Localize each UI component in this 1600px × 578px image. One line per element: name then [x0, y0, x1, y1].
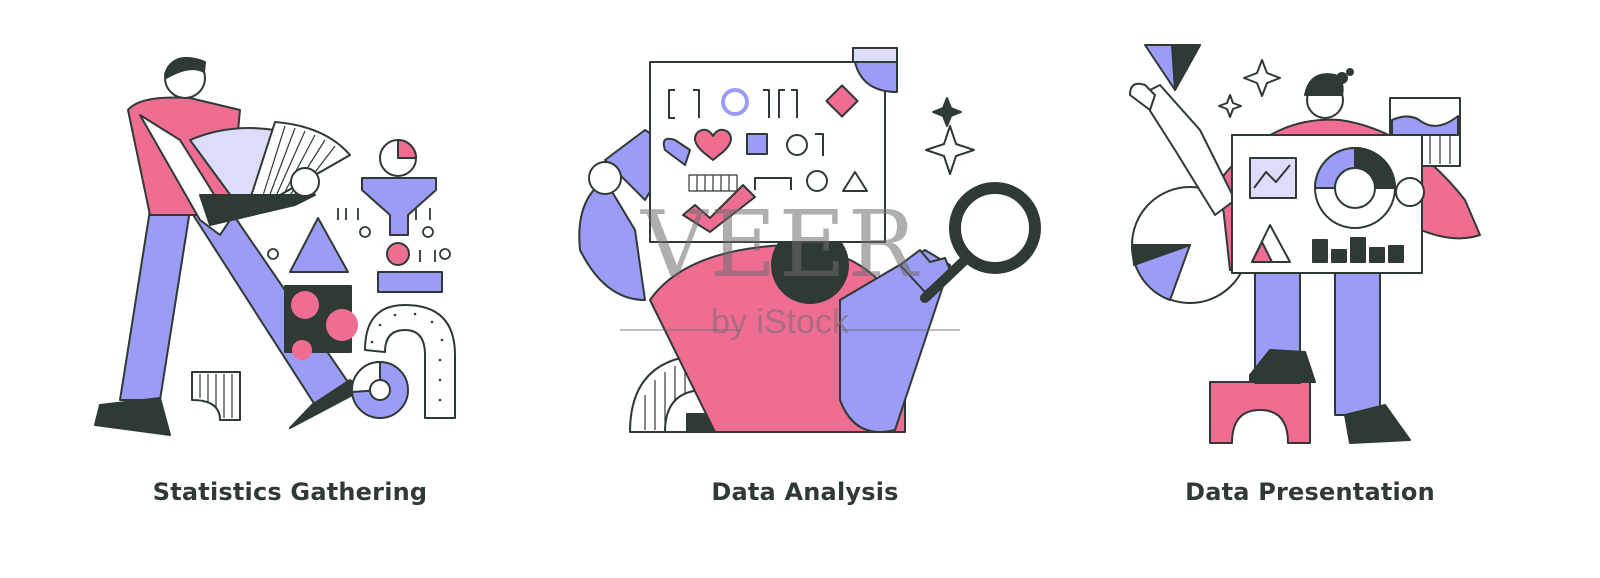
small-sparkle-icon [1218, 94, 1242, 118]
heart-icon [693, 128, 733, 161]
sparkle-icon [1243, 59, 1281, 97]
hair [164, 57, 206, 79]
caption-data-presentation: Data Presentation [1185, 478, 1435, 506]
left-shoe [1249, 349, 1316, 383]
diamond-shape [825, 84, 859, 118]
dotted-arch [364, 304, 456, 419]
square-shape [746, 133, 768, 155]
sparkle-icon [932, 97, 962, 127]
checkmark-icon [682, 184, 756, 233]
panel-statistics-gathering: Statistics Gathering [80, 0, 500, 578]
caption-data-analysis: Data Analysis [711, 478, 899, 506]
left-shoe [94, 397, 171, 436]
funnel-icon [361, 177, 437, 236]
panel-data-analysis: Data Analysis [565, 0, 1045, 578]
bar-shape [377, 271, 443, 293]
sparkle-outline-icon [925, 125, 975, 175]
left-arm [578, 179, 646, 301]
right-leg [1334, 264, 1381, 416]
dot-shape [386, 242, 410, 266]
magnifier-icon [949, 182, 1041, 274]
right-shoe [1344, 404, 1411, 444]
left-leg [119, 209, 191, 401]
data-analysis-illustration [578, 47, 1041, 433]
panel-data-presentation: Data Presentation [1110, 0, 1510, 578]
line-chart-thumb [1249, 157, 1297, 199]
statistics-gathering-illustration [94, 57, 456, 436]
pedestal-block [1209, 381, 1311, 444]
data-presentation-illustration [1129, 44, 1481, 444]
hand [290, 167, 320, 197]
caption-statistics-gathering: Statistics Gathering [152, 478, 428, 506]
watch [588, 161, 622, 195]
triangle-shape [289, 217, 349, 273]
